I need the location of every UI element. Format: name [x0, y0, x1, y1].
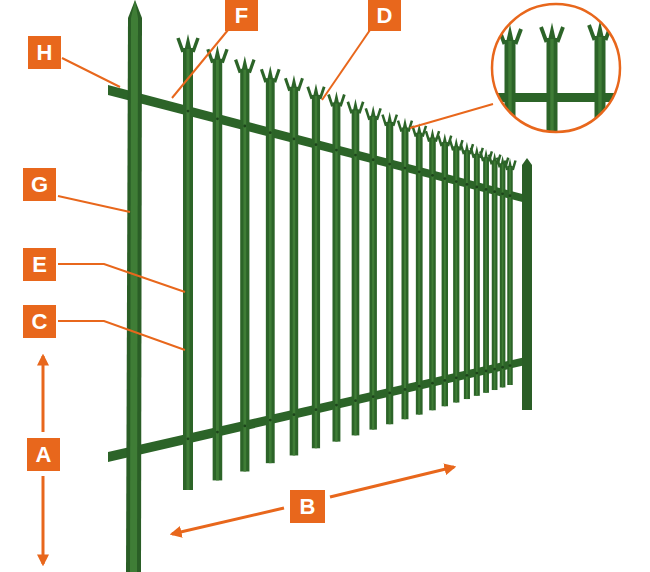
callout-letter: G — [31, 174, 48, 196]
dimension-arrows — [43, 356, 454, 564]
callout-letter: E — [32, 254, 47, 276]
callout-letter: B — [300, 496, 316, 518]
callout-box: G — [23, 168, 56, 201]
rails — [108, 85, 530, 462]
posts — [126, 0, 532, 572]
callout-letter: H — [37, 42, 53, 64]
callout-letter: C — [32, 311, 48, 333]
pales — [178, 34, 516, 490]
callout-box: A — [27, 438, 60, 471]
callout-box: E — [23, 248, 56, 281]
callout-letter: A — [36, 444, 52, 466]
callout-letter: F — [235, 5, 248, 27]
callout-box: B — [290, 490, 325, 523]
callout-box: C — [23, 305, 56, 338]
detail-inset — [490, 4, 630, 140]
callout-letter: D — [377, 5, 393, 27]
leader-lines — [58, 30, 493, 350]
callout-box: D — [368, 0, 401, 31]
callout-box: H — [28, 36, 61, 69]
callout-box: F — [225, 0, 258, 31]
